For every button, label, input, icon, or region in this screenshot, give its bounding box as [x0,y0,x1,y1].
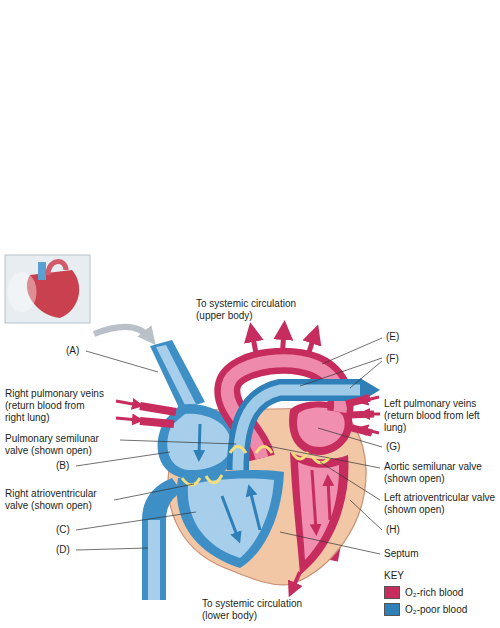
part-label: Pulmonary semilunar valve (shown open) [5,433,117,457]
heart-valves [182,447,330,486]
part-label: Left pulmonary veins (return blood from … [384,398,496,434]
part-label: Aortic semilunar valve (shown open) [384,461,496,485]
pulmonary-veins [116,418,138,420]
leader-lines [76,548,148,550]
legend-swatch [384,586,400,599]
leader-lines [280,532,380,554]
flow-arrows [199,424,200,456]
leader-lines [76,338,382,554]
part-label: KEY [384,570,424,582]
callout-letter: (H) [386,524,416,536]
pulmonary-veins [116,397,380,433]
legend-item: O₂-rich blood [384,586,463,599]
callout-letter: (B) [56,460,86,472]
callout-letter: (E) [386,331,416,343]
left-atrium [297,407,345,447]
callout-letter: (G) [386,441,416,453]
flow-arrows [328,480,330,520]
left-ventricle [290,452,348,575]
callout-letter: (D) [56,544,86,556]
heart-wall [168,408,366,585]
pulmonary-veins [140,421,174,424]
heart-wall [168,408,366,585]
pulmonary-veins [364,413,380,416]
legend-text: O₂-poor blood [405,604,467,616]
pointer-arrow [94,327,150,338]
callout-letter: (C) [56,524,86,536]
callout-letter: (F) [386,353,416,365]
heart-valves [206,475,222,483]
leader-lines [350,500,382,530]
pulmonary-veins [362,429,379,433]
thumbnail-heart [48,262,66,275]
thumbnail-heart [5,255,90,323]
legend-item: O₂-poor blood [384,603,467,616]
pulmonary-veins [362,397,379,401]
part-label: Right pulmonary veins (return blood from… [5,388,105,424]
heart-valves [182,478,200,485]
superior-vena-cava [150,340,205,410]
heart-valves [230,447,246,454]
leader-lines [76,512,196,530]
right-ventricle [188,478,274,558]
pulmonary-trunk [238,390,362,470]
thumbnail-heart [5,255,90,323]
pulmonary-veins [116,401,138,405]
part-label: Right atrioventricular valve (shown open… [5,488,113,512]
heart-valves [312,456,330,463]
flow-arrows [222,496,238,538]
superior-vena-cava [150,340,205,410]
thumbnail-heart [8,272,36,312]
inferior-vena-cava [148,520,160,600]
callout-letter: (A) [66,345,96,357]
part-label: Septum [384,548,444,560]
flow-arrows [312,470,316,530]
legend-text: O₂-rich blood [405,587,463,599]
leader-lines [320,462,380,500]
inferior-vena-cava [142,478,182,600]
leader-lines [300,358,382,386]
leader-lines [86,351,158,372]
right-ventricle [177,470,284,568]
left-ventricle [290,452,348,575]
thumbnail-heart [38,262,46,280]
leader-lines [322,338,382,364]
leader-lines [120,440,236,444]
heart-valves [256,447,272,454]
part-label: To systemic circulation (lower body) [202,598,327,622]
pulmonary-trunk [238,378,380,470]
flow-arrows [250,490,260,530]
left-ventricle [298,462,339,560]
part-label: To systemic circulation (upper body) [196,298,326,322]
superior-vena-cava [156,345,196,407]
part-label: Left atrioventricular valve (shown open) [384,492,496,516]
leader-lines [114,484,194,500]
legend-swatch [384,603,400,616]
pointer-arrow [94,327,150,338]
leader-lines [350,361,382,388]
flow-arrows [292,572,300,590]
pulmonary-veins [140,406,176,412]
pulmonary-trunk [238,390,362,470]
leader-lines [318,428,382,447]
flow-arrows [199,424,330,590]
inferior-vena-cava [142,478,182,600]
right-ventricle [177,470,284,568]
